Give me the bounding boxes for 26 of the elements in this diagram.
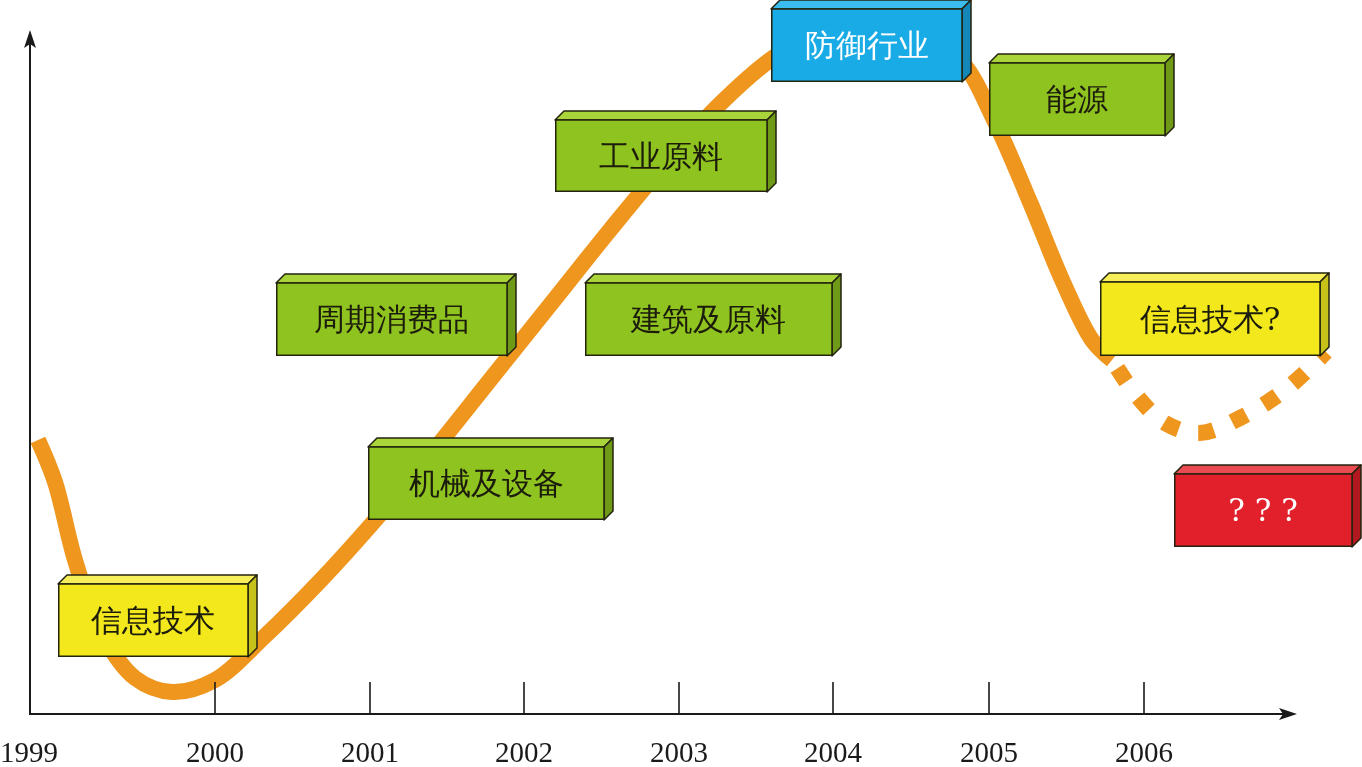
block-box [276, 274, 516, 356]
block-label: 机械及设备 [408, 468, 564, 499]
block-label: 周期消费品 [314, 304, 469, 335]
block-label: 信息技术 [91, 605, 215, 636]
block-label: 建筑及原料 [631, 304, 786, 335]
year-label: 2000 [186, 738, 244, 767]
block-box [1100, 273, 1329, 356]
block-box [1174, 465, 1361, 547]
block-box [555, 111, 776, 192]
year-label: 2001 [341, 738, 399, 767]
year-label: 2005 [960, 738, 1018, 767]
year-label: 2006 [1115, 738, 1173, 767]
year-label: 1999 [0, 738, 58, 767]
block-label: 能源 [1046, 84, 1108, 115]
year-label: 2003 [650, 738, 708, 767]
block-box [58, 575, 257, 657]
block-label: 信息技术? [1139, 303, 1281, 335]
block-box [585, 274, 841, 356]
year-label: 2004 [804, 738, 862, 767]
block-label: ? ? ? [1228, 495, 1298, 526]
block-label: 工业原料 [599, 140, 723, 172]
block-box [989, 54, 1174, 136]
block-box [368, 438, 613, 520]
block-label: 防御行业 [804, 30, 929, 61]
year-label: 2002 [495, 738, 553, 767]
block-box [771, 0, 971, 82]
